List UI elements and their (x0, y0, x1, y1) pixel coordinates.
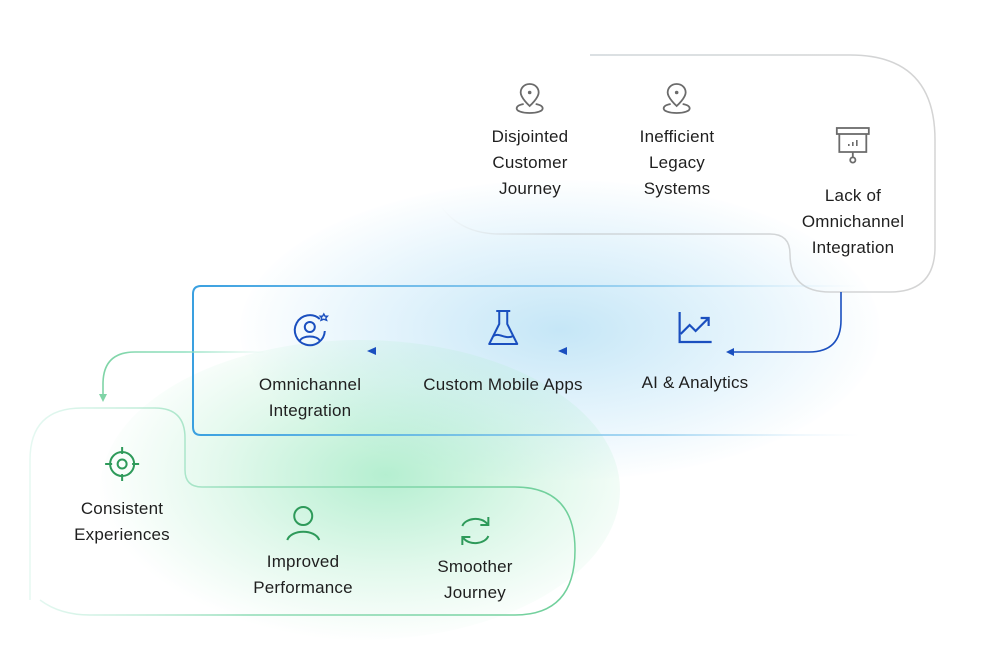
outcome-label: Consistent Experiences (74, 499, 170, 544)
refresh-icon (461, 517, 489, 545)
solutions-container (192, 285, 860, 436)
arrowhead-outcomes (99, 394, 107, 402)
solution-ai-analytics: AI & Analytics (642, 308, 749, 396)
problem-label: Inefficient Legacy Systems (639, 127, 715, 198)
arrowhead-ai (726, 348, 734, 356)
problem-label: Disjointed Customer Journey (491, 127, 569, 198)
outcome-label: Improved Performance (253, 552, 353, 597)
solution-label: Omnichannel Integration (258, 375, 362, 420)
problem-label: Lack of Omnichannel Integration (801, 186, 905, 257)
problem-disjointed-journey: Disjointed Customer Journey (492, 80, 569, 202)
location-pin-icon (516, 83, 544, 114)
solution-label: Custom Mobile Apps (423, 375, 583, 394)
trend-chart-icon (678, 312, 712, 344)
arrowhead-apps (558, 347, 567, 355)
problems-container (439, 54, 936, 293)
solution-label: AI & Analytics (641, 373, 749, 392)
arrowhead-omni (367, 347, 376, 355)
outcome-consistent-experiences: Consistent Experiences (74, 444, 170, 548)
location-pin-icon (663, 83, 691, 114)
user-icon (286, 506, 320, 541)
connector-problems-to-solutions (732, 292, 842, 353)
problem-legacy-systems: Inefficient Legacy Systems (640, 80, 715, 202)
problem-omnichannel: Lack of Omnichannel Integration (802, 125, 904, 261)
solution-omnichannel-integration: Omnichannel Integration (259, 310, 361, 424)
target-icon (105, 447, 139, 481)
presentation-board-icon (836, 127, 870, 164)
solution-custom-mobile-apps: Custom Mobile Apps (423, 308, 583, 398)
flask-icon (487, 310, 518, 345)
outcome-smoother-journey: Smoother Journey (437, 512, 512, 606)
outcome-label: Smoother Journey (437, 557, 513, 602)
user-settings-icon (294, 312, 330, 347)
outcomes-container (29, 407, 576, 616)
connector-solutions-to-outcomes (102, 351, 265, 396)
outcome-improved-performance: Improved Performance (253, 503, 353, 601)
